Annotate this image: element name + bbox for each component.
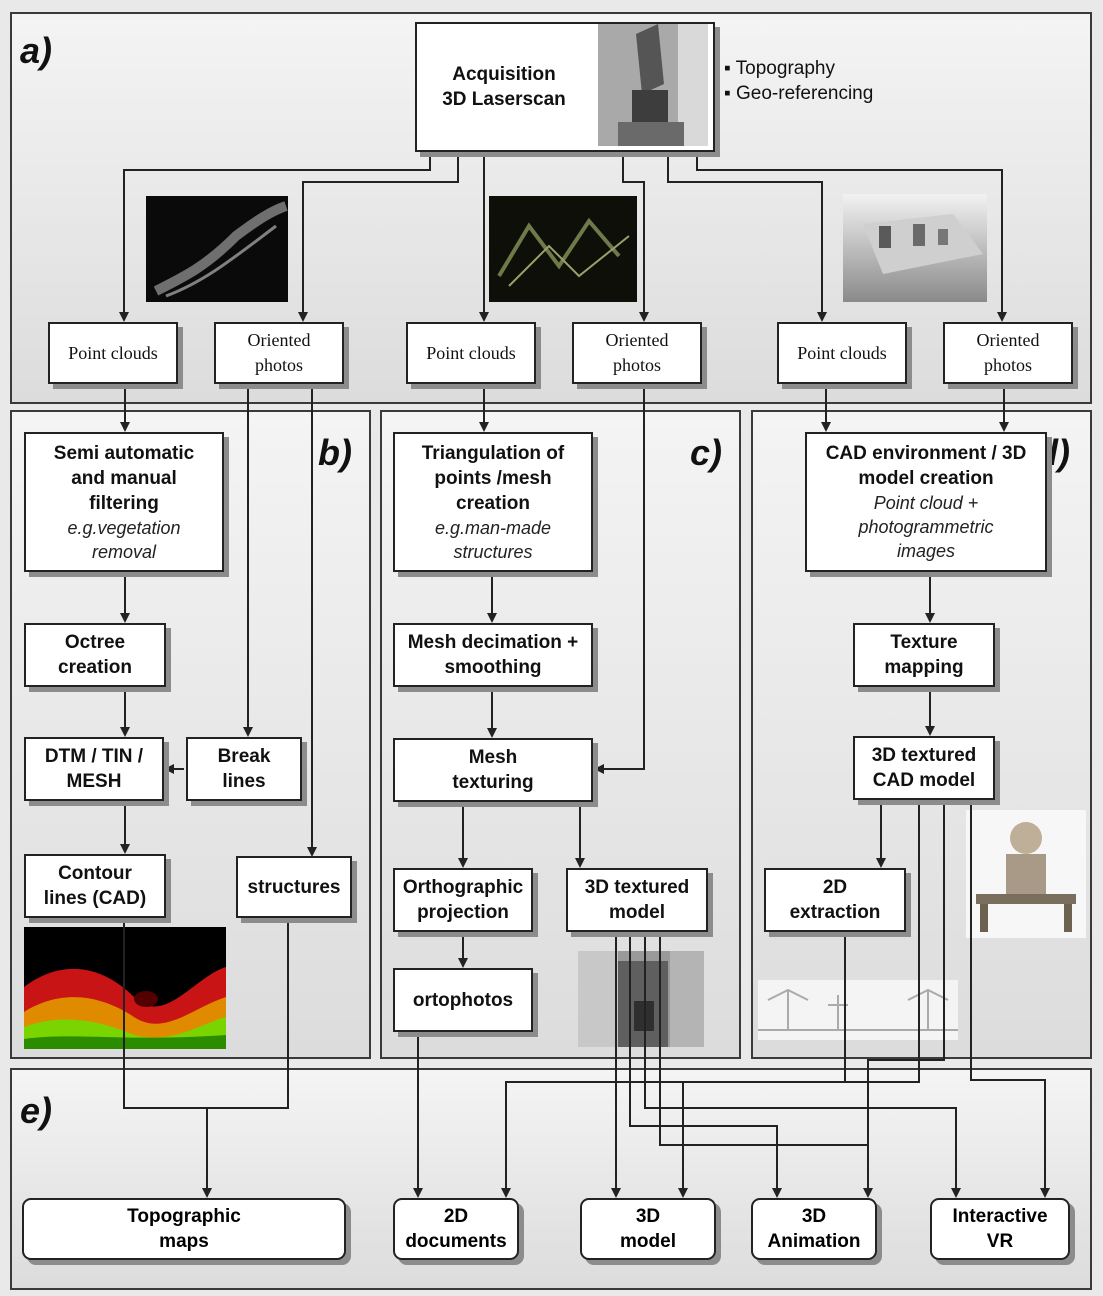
cad-environment-box: CAD environment / 3D model creation Poin… bbox=[805, 432, 1047, 572]
filtering-box: Semi automatic and manual filtering e.g.… bbox=[24, 432, 224, 572]
textured-cad-model-box: 3D textured CAD model bbox=[853, 736, 995, 800]
point-clouds-box: Point clouds bbox=[777, 322, 907, 384]
panel-label-e: e) bbox=[20, 1090, 53, 1131]
structures-box: structures bbox=[236, 856, 352, 918]
point-cloud-structure-image bbox=[489, 196, 637, 302]
panel-label-b: b) bbox=[318, 432, 352, 473]
triangulation-box: Triangulation of points /mesh creation e… bbox=[393, 432, 593, 572]
ortophotos-box: ortophotos bbox=[393, 968, 533, 1032]
panel-label-c: c) bbox=[690, 432, 723, 473]
textured-model-box: 3D textured model bbox=[566, 868, 708, 932]
mesh-texturing-box: Mesh texturing bbox=[393, 738, 593, 802]
cad-model-render-image bbox=[966, 810, 1086, 938]
acquisition-title: Acquisition 3D Laserscan bbox=[442, 64, 566, 110]
oriented-photos-box: Oriented photos bbox=[214, 322, 344, 384]
output-topographic-maps: Topographic maps bbox=[22, 1198, 346, 1260]
contour-lines-box: Contour lines (CAD) bbox=[24, 854, 166, 918]
output-2d-documents: 2D documents bbox=[393, 1198, 519, 1260]
point-cloud-terrain-image bbox=[146, 196, 288, 302]
bullet-item: ▪ Topography bbox=[724, 58, 835, 79]
orthographic-projection-box: Orthographic projection bbox=[393, 868, 533, 932]
output-interactive-vr: Interactive VR bbox=[930, 1198, 1070, 1260]
laserscanner-photo-overlay bbox=[598, 24, 708, 146]
dtm-box: DTM / TIN / MESH bbox=[24, 737, 164, 801]
octree-box: Octree creation bbox=[24, 623, 166, 687]
point-clouds-box: Point clouds bbox=[48, 322, 178, 384]
output-3d-model: 3D model bbox=[580, 1198, 716, 1260]
acquisition-bullets: ▪ Topography ▪ Geo-referencing bbox=[724, 56, 873, 106]
texture-mapping-box: Texture mapping bbox=[853, 623, 995, 687]
break-lines-box: Break lines bbox=[186, 737, 302, 801]
panel-label-a: a) bbox=[20, 30, 53, 71]
point-clouds-box: Point clouds bbox=[406, 322, 536, 384]
2d-extraction-box: 2D extraction bbox=[764, 868, 906, 932]
mesh-decimation-box: Mesh decimation + smoothing bbox=[393, 623, 593, 687]
bullet-item: ▪ Geo-referencing bbox=[724, 83, 874, 104]
2d-drawing-image bbox=[758, 980, 958, 1040]
oriented-photos-box: Oriented photos bbox=[943, 322, 1073, 384]
oriented-photos-box: Oriented photos bbox=[572, 322, 702, 384]
output-3d-animation: 3D Animation bbox=[751, 1198, 877, 1260]
cad-room-image bbox=[843, 194, 987, 302]
